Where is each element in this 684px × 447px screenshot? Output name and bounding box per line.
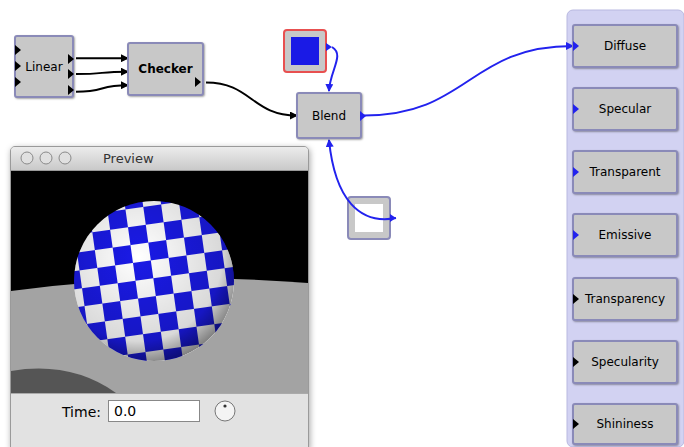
connector — [206, 83, 297, 116]
material-input: Specularity — [572, 340, 678, 384]
connector — [76, 57, 128, 59]
output-port — [68, 69, 74, 79]
node-label: Transparency — [585, 292, 665, 306]
node-label: Emissive — [599, 228, 652, 242]
material-input: Shininess — [572, 403, 678, 445]
node-label: Checker — [138, 62, 192, 76]
node-label: Transparent — [589, 165, 660, 179]
input-port — [573, 167, 579, 177]
input-port — [573, 419, 579, 429]
node-label: Diffuse — [604, 39, 646, 53]
input-port — [573, 294, 579, 304]
input-port — [573, 104, 579, 114]
connector — [364, 46, 573, 116]
material-input: Diffuse — [572, 24, 678, 68]
render-preview — [11, 171, 308, 393]
node-label: Preview — [103, 151, 154, 166]
output-port — [195, 77, 201, 87]
material-input: Emissive — [572, 213, 678, 257]
function-node: Blend — [296, 92, 362, 139]
connector — [76, 85, 128, 92]
output-port — [68, 85, 74, 95]
input-port — [573, 230, 579, 240]
time-field: 0.0 — [108, 400, 200, 422]
window-buttons — [17, 147, 87, 170]
node-label: Shininess — [597, 417, 654, 431]
function-node: Linear — [14, 35, 74, 98]
output-port — [68, 54, 74, 64]
input-port — [573, 357, 579, 367]
blue-color-swatch — [284, 30, 332, 72]
material-input: Transparency — [572, 277, 678, 321]
node-label: Specularity — [591, 355, 659, 369]
connector — [76, 72, 128, 74]
dial — [213, 399, 237, 423]
node-label: Linear — [25, 60, 62, 74]
output-port — [360, 111, 366, 121]
input-port — [15, 61, 21, 71]
input-port — [573, 41, 579, 51]
node-label: Specular — [599, 102, 651, 116]
node-label: 0.0 — [114, 403, 136, 419]
function-node: Checker — [127, 42, 204, 96]
material-input: Transparent — [572, 150, 678, 194]
material-input: Specular — [572, 87, 678, 131]
swatch-wire — [329, 47, 337, 91]
node-label: Blend — [312, 109, 346, 123]
title-bar — [11, 147, 308, 171]
swatch-wire — [329, 140, 396, 219]
input-port — [15, 45, 21, 55]
input-port — [15, 77, 21, 87]
preview-window: PreviewTime: 0.0 — [10, 146, 309, 447]
node-label: Time: — [62, 404, 101, 420]
